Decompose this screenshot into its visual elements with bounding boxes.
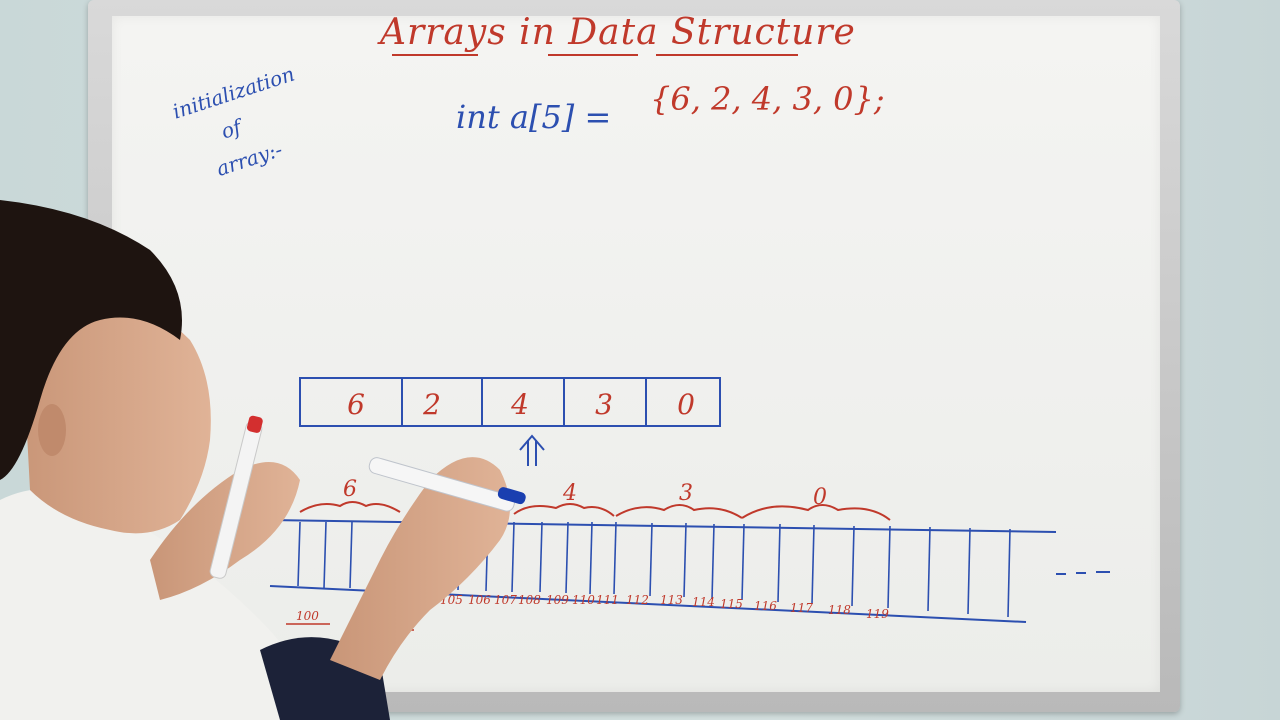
address-label: 106 [468,593,491,607]
code-values: {6, 2, 4, 3, 0}; [650,80,885,118]
pointer-arrow-icon [519,434,545,466]
face [20,291,211,534]
right-hand [330,457,510,680]
address-label: 115 [720,597,743,611]
memory-continuation [1056,571,1110,575]
white-shirt [0,488,330,720]
address-label: 100 [296,609,319,623]
byte-group-label: 4 [562,481,577,506]
title-underline-1 [392,54,478,56]
address-label: 108 [518,593,541,607]
ear [38,404,66,456]
byte-group-label: 6 [343,477,357,502]
code-declaration: int a[5] = [456,98,612,136]
address-label: 116 [754,599,777,613]
array-box [299,377,721,427]
byte-group-labels: 6 4 3 0 [343,477,827,510]
array-cell-1: 2 [422,388,441,421]
address-label: 114 [692,595,715,609]
address-label: 112 [626,593,649,607]
array-cell-2: 4 [510,388,529,421]
blue-marker-tip [497,487,526,505]
array-cell-3: 3 [595,388,613,421]
address-label: 111 [596,593,619,607]
byte-group-label: 0 [813,485,827,510]
whiteboard [112,16,1160,692]
array-cell-values: 6 2 4 3 0 [347,388,695,421]
address-label: 107 [494,593,517,607]
title-underline-3 [656,54,798,56]
address-label: 113 [660,593,683,607]
red-marker-cap [246,415,263,433]
array-outline [299,377,721,427]
address-label: 109 [546,593,569,607]
hair [0,200,182,480]
address-label: 117 [790,601,813,615]
blue-marker [368,457,516,512]
array-cell-0: 6 [347,388,365,421]
address-label: 110 [572,593,595,607]
board-title: Arrays in Data Structure [380,12,856,53]
title-underline-2 [548,54,638,56]
array-cell-4: 0 [677,388,695,421]
address-label: 118 [828,603,851,617]
address-label: 119 [866,607,889,621]
byte-group-label: 3 [679,481,693,506]
byte-group-braces [299,501,891,521]
